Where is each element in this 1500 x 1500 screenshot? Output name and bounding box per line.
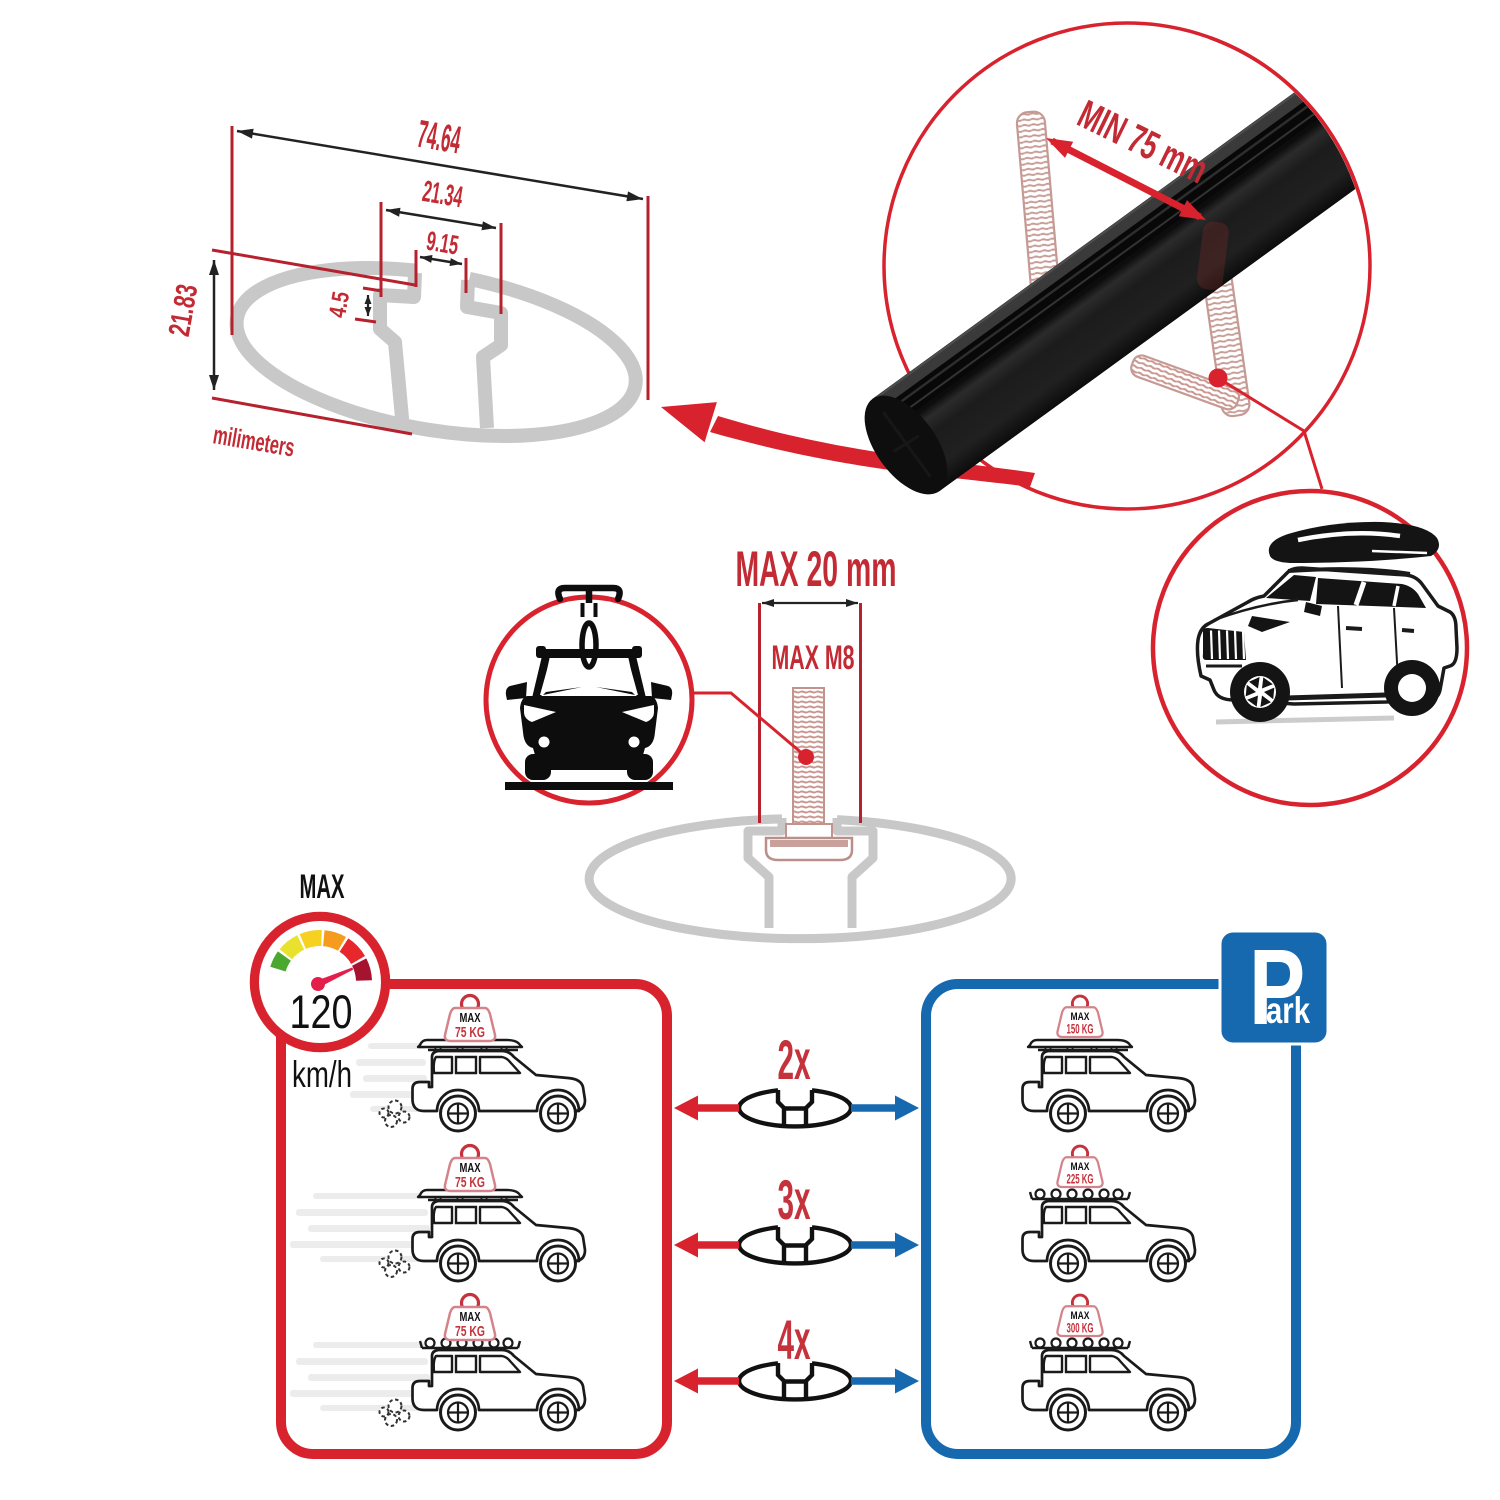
svg-text:MAX: MAX: [460, 1011, 481, 1025]
svg-text:225 KG: 225 KG: [1067, 1171, 1094, 1186]
svg-text:4.5: 4.5: [324, 290, 355, 320]
svg-text:MAX: MAX: [1071, 1310, 1090, 1322]
svg-text:3x: 3x: [778, 1168, 811, 1231]
svg-text:MAX M8: MAX M8: [772, 639, 855, 677]
svg-text:75 KG: 75 KG: [455, 1024, 485, 1041]
svg-text:MAX: MAX: [460, 1310, 481, 1324]
svg-text:74.64: 74.64: [414, 113, 464, 163]
svg-text:2x: 2x: [778, 1028, 811, 1091]
svg-text:4x: 4x: [778, 1308, 811, 1371]
svg-text:75 KG: 75 KG: [455, 1174, 485, 1191]
svg-text:MAX 20 mm: MAX 20 mm: [736, 541, 897, 597]
svg-text:300 KG: 300 KG: [1067, 1320, 1094, 1335]
svg-text:km/h: km/h: [292, 1054, 352, 1095]
svg-text:MAX: MAX: [1071, 1011, 1090, 1023]
svg-text:21.34: 21.34: [420, 175, 465, 214]
svg-text:150 KG: 150 KG: [1067, 1021, 1094, 1036]
svg-text:P: P: [1249, 926, 1305, 1048]
svg-text:120: 120: [290, 985, 353, 1038]
svg-text:9.15: 9.15: [424, 226, 461, 261]
svg-text:MAX: MAX: [1071, 1161, 1090, 1173]
svg-text:MAX: MAX: [460, 1161, 481, 1175]
svg-text:75 KG: 75 KG: [455, 1323, 485, 1340]
svg-text:MAX: MAX: [300, 868, 345, 906]
svg-text:ark: ark: [1266, 990, 1310, 1031]
